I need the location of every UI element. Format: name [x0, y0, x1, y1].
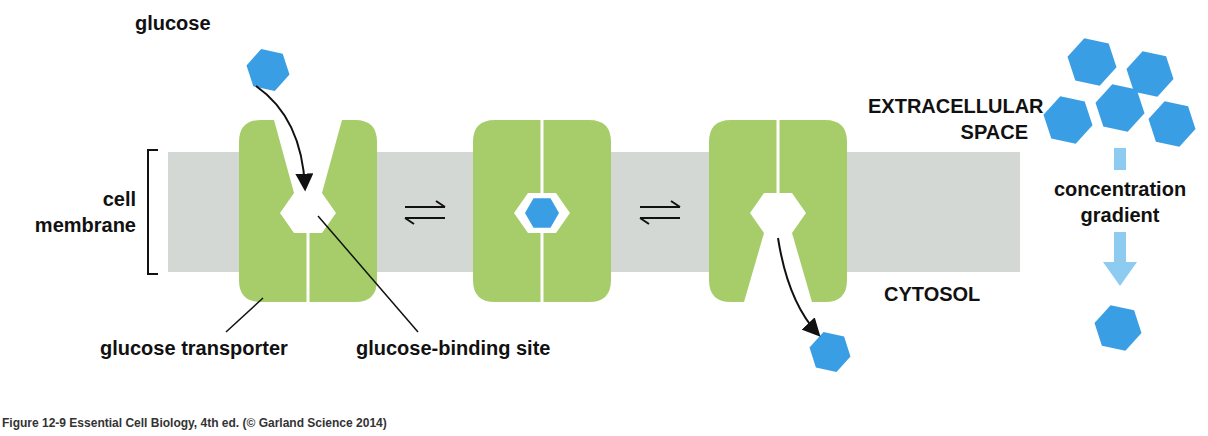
- transporter-half: [310, 120, 378, 302]
- figure-caption: Figure 12-9 Essential Cell Biology, 4th …: [2, 416, 387, 430]
- reverse-arrow: [405, 218, 445, 224]
- glucose-group: [247, 38, 1196, 372]
- glucose-transporter-shape: [239, 120, 377, 302]
- transporter-cavity: [709, 120, 847, 302]
- text-label: cell membrane: [26, 186, 136, 238]
- glucose-molecule: [1044, 96, 1093, 144]
- leader-line: [318, 216, 418, 332]
- glucose-molecule: [247, 49, 290, 91]
- transporter-half: [709, 120, 777, 302]
- glucose-molecule: [1068, 38, 1117, 86]
- transporter-cavity: [473, 120, 611, 302]
- text-label: glucose: [135, 10, 211, 36]
- membrane-bracket: [148, 150, 158, 274]
- text-label: glucose transporter: [100, 335, 288, 361]
- glucose-molecule: [525, 198, 559, 227]
- exit-arrow: [778, 238, 818, 334]
- entry-arrow: [256, 86, 305, 188]
- equilibrium-arrows: [405, 201, 680, 224]
- transporter-cavity: [239, 120, 377, 302]
- gradient-shaft: [1114, 232, 1126, 262]
- glucose-molecule: [1095, 305, 1142, 351]
- text-label: glucose-binding site: [356, 335, 550, 361]
- glucose-transporter-shape: [709, 120, 847, 302]
- transporter-half: [239, 120, 307, 302]
- leader-line: [226, 298, 263, 332]
- transporter-group: [239, 120, 847, 302]
- text-label: concentration gradient: [1045, 176, 1195, 228]
- text-label: CYTOSOL: [884, 281, 980, 307]
- gradient-head: [1103, 262, 1137, 286]
- glucose-molecule: [810, 332, 851, 372]
- reverse-arrow: [640, 218, 680, 224]
- forward-arrow: [640, 201, 680, 207]
- gradient-shaft: [1114, 148, 1126, 170]
- glucose-molecule: [1096, 84, 1145, 132]
- transporter-half: [780, 120, 848, 302]
- glucose-transporter-shape: [473, 120, 611, 302]
- glucose-molecule: [1149, 101, 1196, 147]
- text-label: EXTRACELLULAR SPACE: [868, 93, 1028, 145]
- forward-arrow: [405, 201, 445, 207]
